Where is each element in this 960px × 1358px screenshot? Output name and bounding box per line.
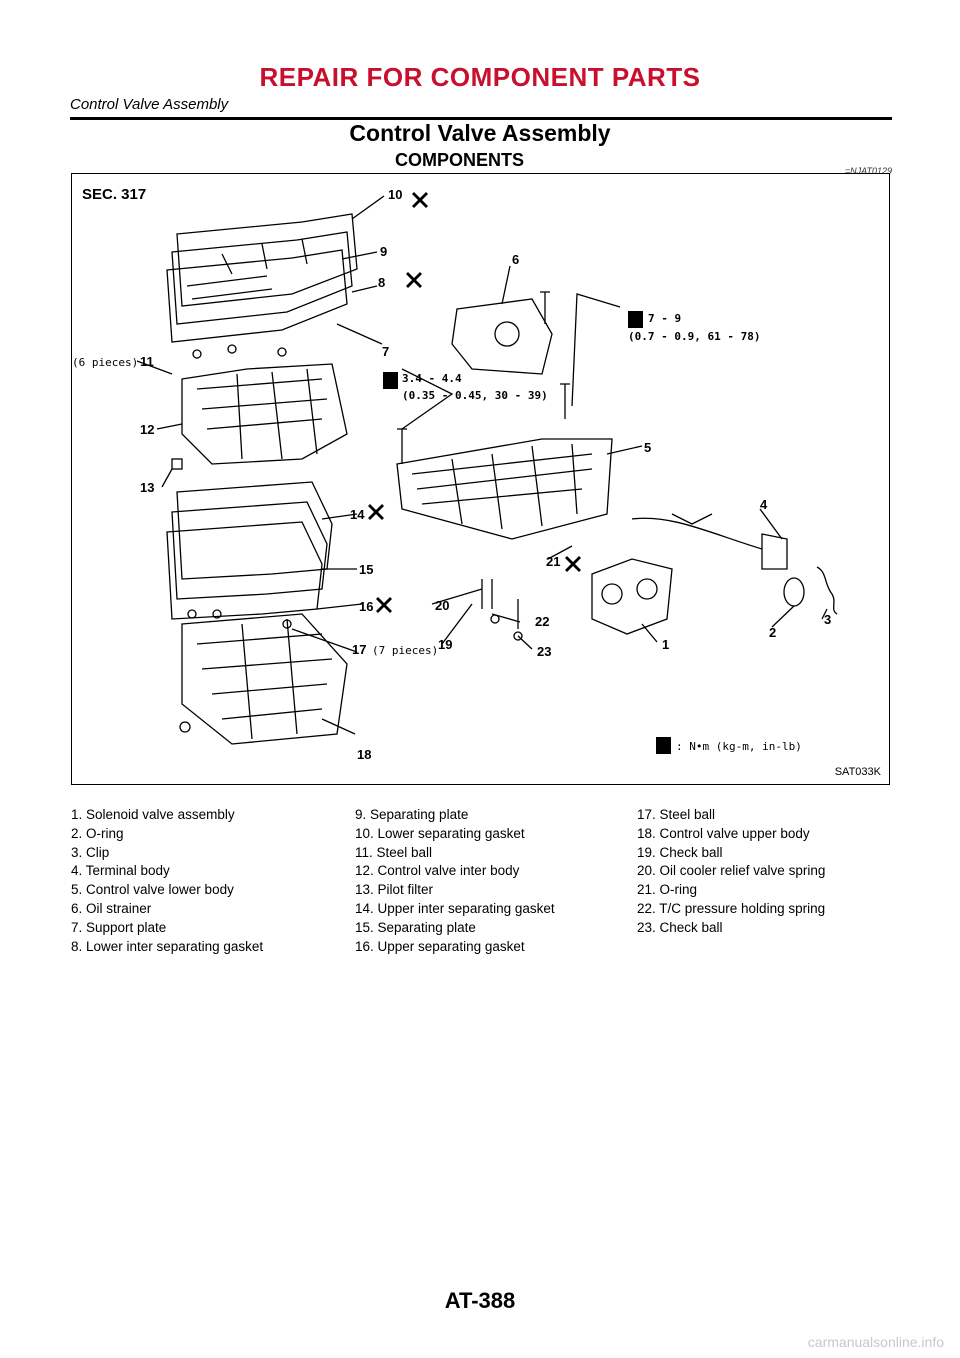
callout-21: 21 xyxy=(546,554,560,569)
list-item: 8. Lower inter separating gasket xyxy=(71,938,264,954)
list-item: 19. Check ball xyxy=(637,844,723,860)
page-number: AT-388 xyxy=(444,1288,516,1313)
list-item: 15. Separating plate xyxy=(355,919,476,935)
parts-list-column-3: 17. Steel ball 18. Control valve upper b… xyxy=(637,806,825,938)
solenoid-assembly xyxy=(591,513,788,635)
inter-body xyxy=(181,363,348,465)
exploded-view-drawing: 10 9 8 7 6 11 12 13 14 15 16 17 18 19 20… xyxy=(72,187,838,762)
header-title: REPAIR FOR COMPONENT PARTS xyxy=(259,62,701,92)
callout-12: 12 xyxy=(140,422,154,437)
list-item: 17. Steel ball xyxy=(637,807,716,822)
callout-4: 4 xyxy=(760,497,768,512)
list-item: 14. Upper inter separating gasket xyxy=(355,900,555,916)
callout-3: 3 xyxy=(824,612,831,627)
quantity-label-11: (6 pieces) xyxy=(72,356,138,369)
list-item: 2. O-ring xyxy=(71,825,124,841)
list-item: 12. Control valve inter body xyxy=(355,863,520,879)
callout-9: 9 xyxy=(380,244,387,259)
list-item: 18. Control valve upper body xyxy=(637,825,810,841)
torque-a-line2: (0.7 - 0.9, 61 - 78) xyxy=(628,330,760,343)
callout-1: 1 xyxy=(662,637,669,652)
list-item: 16. Upper separating gasket xyxy=(355,938,525,954)
list-item: 5. Control valve lower body xyxy=(71,882,234,898)
reference-code: =NJAT0129 xyxy=(844,166,892,176)
callout-2: 2 xyxy=(769,625,776,640)
list-item: 9. Separating plate xyxy=(355,807,469,822)
callout-14: 14 xyxy=(350,507,365,522)
list-item: 10. Lower separating gasket xyxy=(355,825,525,841)
watermark: carmanualsonline.info xyxy=(807,1334,944,1350)
header-rule xyxy=(70,117,892,120)
callout-15: 15 xyxy=(359,562,373,577)
replace-marks xyxy=(368,192,581,613)
callout-17: 17 xyxy=(352,642,366,657)
callout-18: 18 xyxy=(357,747,371,762)
torque-b-line1: 3.4 - 4.4 xyxy=(402,372,462,385)
list-item: 3. Clip xyxy=(71,844,110,860)
callout-19: 19 xyxy=(438,637,452,652)
section-number-label: SEC. 317 xyxy=(82,186,147,203)
list-item: 20. Oil cooler relief valve spring xyxy=(637,863,826,879)
list-item: 4. Terminal body xyxy=(71,863,170,879)
figure-code: SAT033K xyxy=(834,766,881,778)
callout-6: 6 xyxy=(512,252,519,267)
list-item: 11. Steel ball xyxy=(355,844,433,860)
list-item: 6. Oil strainer xyxy=(71,900,152,916)
parts-list-column-2: 9. Separating plate 10. Lower separating… xyxy=(355,806,555,956)
list-item: 22. T/C pressure holding spring xyxy=(637,900,826,916)
middle-plate-stack xyxy=(166,481,333,620)
callout-5: 5 xyxy=(644,440,651,455)
section-title: Control Valve Assembly xyxy=(349,120,611,146)
header-subtitle: Control Valve Assembly xyxy=(70,96,229,113)
torque-units-legend: : N•m (kg-m, in-lb) xyxy=(676,740,802,753)
list-item: 1. Solenoid valve assembly xyxy=(71,807,235,822)
upper-plate-stack xyxy=(166,213,358,343)
lower-body xyxy=(396,438,613,540)
callout-13: 13 xyxy=(140,480,154,495)
callout-10: 10 xyxy=(388,187,402,202)
callout-22: 22 xyxy=(535,614,549,629)
list-item: 23. Check ball xyxy=(637,919,723,935)
list-item: 7. Support plate xyxy=(71,919,167,935)
callout-23: 23 xyxy=(537,644,551,659)
callout-labels: 10 9 8 7 6 11 12 13 14 15 16 17 18 19 20… xyxy=(140,187,831,762)
upper-body xyxy=(181,613,348,745)
callout-8: 8 xyxy=(378,275,385,290)
callout-20: 20 xyxy=(435,598,449,613)
torque-b-line2: (0.35 - 0.45, 30 - 39) xyxy=(402,389,548,402)
parts-list-column-1: 1. Solenoid valve assembly 2. O-ring 3. … xyxy=(71,806,263,956)
oil-strainer xyxy=(451,298,553,375)
torque-wrench-icon xyxy=(383,311,671,754)
torque-a-line1: 7 - 9 xyxy=(648,312,681,325)
component-diagram: 10 9 8 7 6 11 12 13 14 15 16 17 18 19 20… xyxy=(71,173,890,785)
callout-11: 11 xyxy=(140,354,154,369)
callout-7: 7 xyxy=(382,344,389,359)
torque-specs: 7 - 9 (0.7 - 0.9, 61 - 78) 3.4 - 4.4 (0.… xyxy=(72,312,802,753)
subsection-title: COMPONENTS xyxy=(395,150,525,170)
list-item: 13. Pilot filter xyxy=(355,882,434,898)
quantity-label-17: (7 pieces) xyxy=(372,644,438,657)
list-item: 21. O-ring xyxy=(637,882,698,898)
callout-16: 16 xyxy=(359,599,373,614)
